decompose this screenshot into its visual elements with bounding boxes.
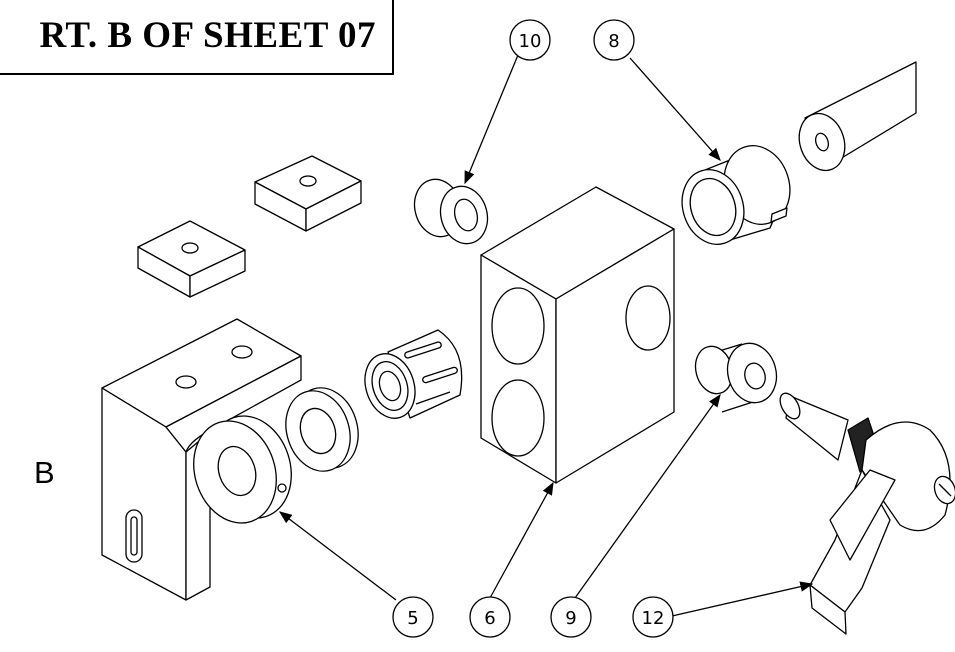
sleeve-8 (681, 145, 791, 245)
balloon-6: 6 (469, 596, 511, 638)
square-pad-upper (254, 155, 362, 232)
svg-text:9: 9 (565, 608, 576, 629)
shaft-collar (193, 415, 292, 524)
svg-text:5: 5 (407, 608, 418, 629)
linear-bearing (364, 329, 463, 419)
flanged-ring (285, 387, 359, 472)
shaft-rod (798, 61, 917, 172)
sheet-title-box: RT. B OF SHEET 07 (0, 0, 394, 75)
balloon-8: 8 (593, 19, 635, 61)
bearing-block (480, 186, 675, 484)
balloon-10: 10 (509, 19, 551, 61)
balloon-9: 9 (550, 596, 592, 638)
svg-text:6: 6 (484, 608, 495, 629)
balloon-12: 12 (632, 596, 674, 638)
balloon-5: 5 (392, 596, 434, 638)
svg-text:10: 10 (519, 31, 542, 52)
svg-text:12: 12 (642, 608, 665, 629)
clamping-lever (779, 392, 955, 635)
leader-lines (278, 54, 814, 617)
l-bracket (101, 318, 302, 601)
sheet-title: RT. B OF SHEET 07 (39, 15, 376, 56)
bushing-10 (413, 170, 489, 250)
square-pad-lower (137, 220, 246, 298)
spacer-9 (694, 342, 778, 413)
view-label: B (34, 455, 55, 490)
svg-text:8: 8 (608, 31, 619, 52)
